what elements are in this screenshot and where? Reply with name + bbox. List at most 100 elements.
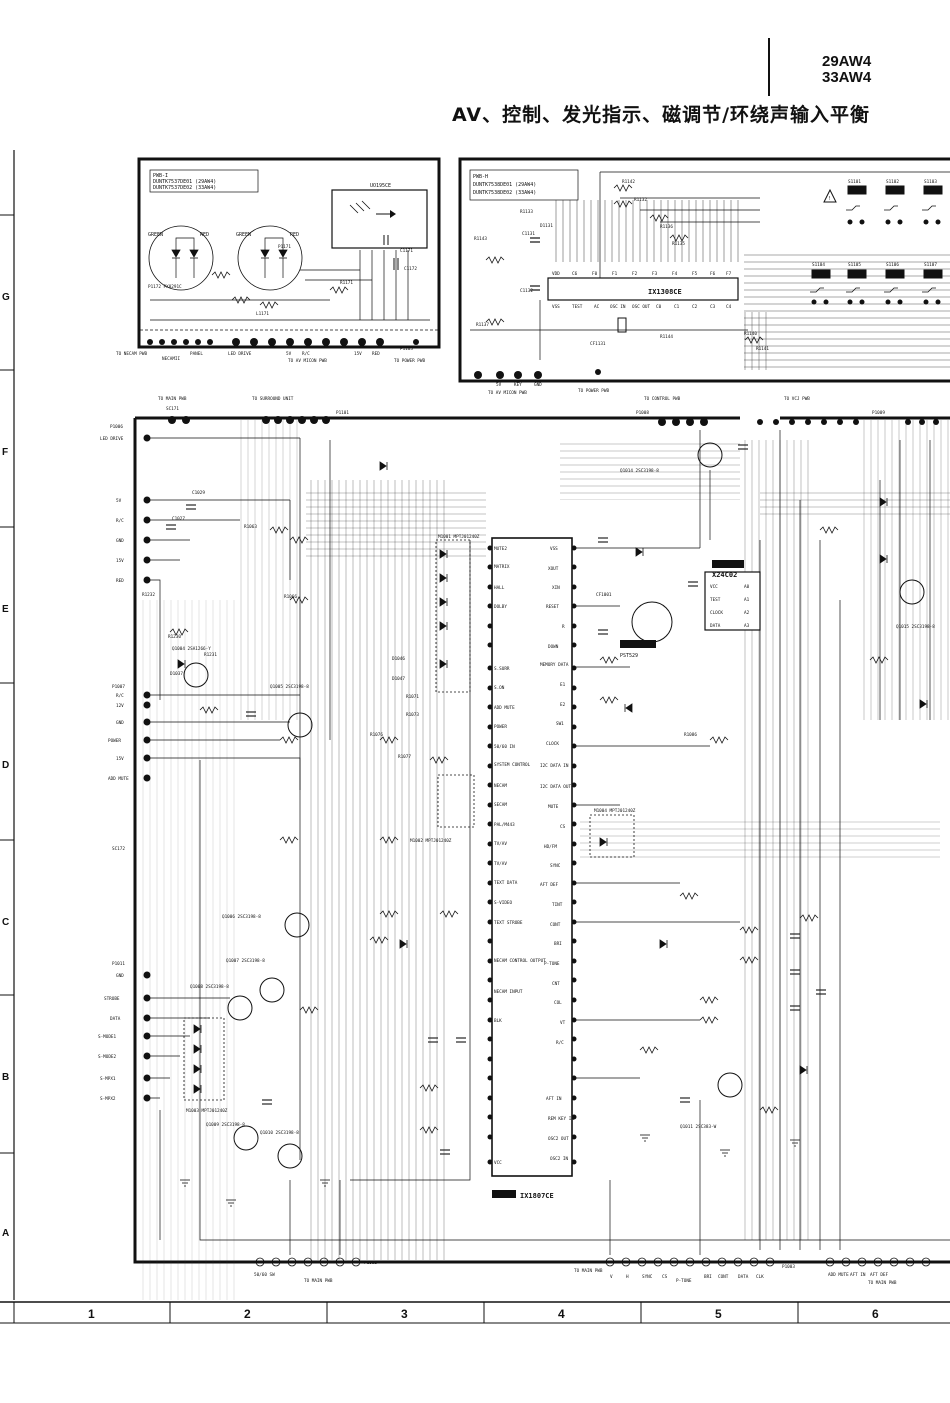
- ref-c1172: C1172: [404, 266, 417, 272]
- ic-h-pin-f7: F7: [726, 271, 732, 277]
- capacitor-symbols: [166, 444, 826, 1155]
- lconn-data: DATA: [110, 1016, 121, 1022]
- ic-pin-cont: CONT: [550, 922, 561, 928]
- ic-ix1308ce: IX1308CE: [648, 288, 682, 296]
- ic-pin-vss: VSS: [550, 546, 558, 552]
- switch-s1102: S1102: [886, 179, 899, 185]
- ic-pin-cs: CS: [560, 824, 566, 830]
- ic-pin-bri: BRI: [554, 941, 562, 947]
- grid-row-b: B: [2, 1072, 9, 1083]
- switch-s1107: S1107: [924, 262, 937, 268]
- ic-pin-mute2: MUTE2: [494, 546, 507, 552]
- tconn-to-control: TO CONTROL PWB: [644, 396, 681, 402]
- grid-row-f: F: [2, 447, 8, 458]
- ic-pin-hall: HALL: [494, 585, 505, 591]
- ic-pin-50-60-in: 50/60 IN: [494, 744, 515, 750]
- resistor-symbols: [169, 526, 889, 1134]
- ic-pin-i2c-data-in: I2C DATA IN: [540, 763, 569, 769]
- conn-15v: 15V: [354, 351, 362, 357]
- bconn-aft-in: AFT IN: [850, 1272, 866, 1278]
- ic-h-pin-ac: AC: [594, 304, 600, 310]
- conn-to-power-pwb: TO POWER PWB: [394, 358, 425, 364]
- conn-h-key: KEY: [514, 382, 522, 388]
- switch-s1101: S1101: [848, 179, 861, 185]
- ic-pin-i2c-data-out: I2C DATA OUT: [540, 784, 571, 790]
- bconn-data: DATA: [738, 1274, 749, 1280]
- ref-l1171: L1171: [256, 311, 269, 317]
- ref-m1004: M1004 MPTJ01240Z: [594, 808, 636, 814]
- ref-p1103: P1103: [400, 346, 413, 352]
- ref-d1131: D1131: [540, 223, 553, 229]
- transistor-q1007: Q1007 2SC3198-8: [226, 958, 265, 964]
- transistor-q1005: Q1005 2SC3198-8: [270, 684, 309, 690]
- bconn-to-main-1: TO MAIN PWB: [304, 1278, 333, 1284]
- ic-pin-e2: E2: [560, 702, 566, 708]
- mem-pin-a3: A3: [744, 623, 750, 629]
- lconn-rc: R/C: [116, 518, 124, 524]
- mem-pin-a2: A2: [744, 610, 750, 616]
- ref-r1073: R1073: [406, 712, 419, 718]
- lconn-5v: 5V: [116, 498, 122, 504]
- ic-pin-vt: VT: [560, 1020, 566, 1026]
- ic-h-pin-f3: F3: [652, 271, 658, 277]
- ref-p1172: P1172 PX0291C: [148, 284, 182, 290]
- ref-c1029: C1029: [192, 490, 205, 496]
- ref-sc172: SC172: [112, 846, 125, 852]
- ic-pin-e1: E1: [560, 682, 566, 688]
- ic-x24c02: X24C02: [712, 571, 737, 579]
- ref-r1132: R1132: [634, 197, 647, 203]
- bconn-to-main-3: TO MAIN PWB: [868, 1280, 897, 1286]
- ref-cf1131: CF1131: [590, 341, 606, 347]
- ref-r1231: R1231: [204, 652, 217, 658]
- conn-5v: 5V: [286, 351, 292, 357]
- pwb-h-name: PWB-H: [473, 174, 488, 180]
- lconn-s-mode1: S-MODE1: [98, 1034, 117, 1040]
- ic-pin-necam-input: NECAM INPUT: [494, 989, 523, 995]
- tconn-to-surround: TO SURROUND UNIT: [252, 396, 294, 402]
- lconn-gnd-2: GND: [116, 720, 124, 726]
- ic-pin-dolby: DOLBY: [494, 604, 507, 610]
- ref-r1086: R1086: [684, 732, 697, 738]
- led-label-red-2: RED: [290, 232, 299, 238]
- tconn-to-vcj: TO VCJ PWB: [784, 396, 810, 402]
- lconn-12v: 12V: [116, 703, 124, 709]
- ref-r1143: R1143: [474, 236, 487, 242]
- bconn-add-mute: ADD MUTE: [828, 1272, 849, 1278]
- ic-pin-necam: NECAM: [494, 783, 507, 789]
- ic-pin-r: R: [562, 624, 565, 630]
- ic-h-pin-c6: C6: [572, 271, 578, 277]
- ref-r1136: R1136: [660, 224, 673, 230]
- ref-r1142: R1142: [622, 179, 635, 185]
- ic-pin-sync: SYNC: [550, 863, 561, 869]
- transistor-q1014: Q1014 2SC3198-8: [620, 468, 659, 474]
- ref-r1171: R1171: [340, 280, 353, 286]
- ref-c1131: C1131: [522, 231, 535, 237]
- ref-c1132: C1132: [520, 288, 533, 294]
- ref-p1011: P1011: [112, 961, 125, 967]
- conn-necamii: NECAMII: [162, 356, 181, 362]
- crystal-pst529: PST529: [620, 653, 638, 659]
- lconn-strobe: STROBE: [104, 996, 120, 1002]
- ic-main-left-pins: MUTE2 MATRIX HALL DOLBY S.SURR S.ON ADD …: [494, 546, 546, 1166]
- ic-pin-vcc: VCC: [494, 1160, 502, 1166]
- bconn-aft-def: AFT DEF: [870, 1272, 889, 1278]
- ic-pin-add-mute: ADD MUTE: [494, 705, 515, 711]
- grid-col-5: 5: [715, 1307, 722, 1321]
- ic-pin-secam: SECAM: [494, 802, 507, 808]
- model-29aw4: 29AW4: [822, 53, 872, 70]
- conn-panel: PANEL: [190, 351, 203, 357]
- ic-pin-aft-in: AFT IN: [546, 1096, 562, 1102]
- mem-pin-clock: CLOCK: [710, 610, 723, 616]
- lconn-s-mpx1: S-MPX1: [100, 1076, 116, 1082]
- ref-m1001: M1001 MPTJ01240Z: [438, 534, 480, 540]
- diode-symbols: [177, 461, 928, 1094]
- ic-h-pin-f1: F1: [612, 271, 618, 277]
- ic-h-pin-vdd: VDD: [552, 271, 560, 277]
- ic-pin-tv-av-1: TV/AV: [494, 841, 507, 847]
- main-board: IX1807CE X24C02 VCC TEST CLOCK DATA A0 A…: [98, 396, 950, 1300]
- ic-pin-xout: XOUT: [548, 566, 559, 572]
- ref-r1144: R1144: [660, 334, 673, 340]
- mem-pin-data: DATA: [710, 623, 721, 629]
- ic-h-pin-f2: F2: [632, 271, 638, 277]
- led-label-green-1: GREEN: [148, 232, 163, 238]
